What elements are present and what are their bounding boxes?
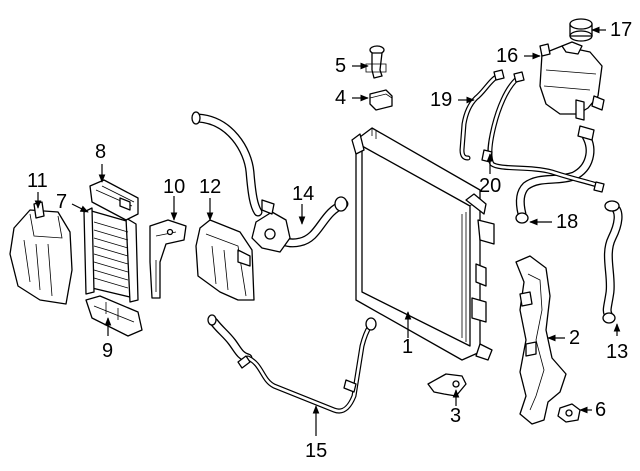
radiator-side-bracket xyxy=(515,255,567,425)
leader-lines xyxy=(34,26,621,436)
callout-6: 6 xyxy=(595,399,607,421)
callout-15: 15 xyxy=(305,440,328,462)
grommet xyxy=(369,89,393,111)
callout-17: 17 xyxy=(610,19,633,41)
upper-bracket xyxy=(89,179,139,221)
vent-line xyxy=(459,69,505,161)
expansion-tank xyxy=(539,41,605,121)
callout-3: 3 xyxy=(450,405,462,427)
tank-hose xyxy=(515,125,595,224)
tank-cap xyxy=(569,18,593,42)
air-duct-left xyxy=(9,201,73,305)
callout-2: 2 xyxy=(569,327,581,349)
nut xyxy=(557,403,581,423)
callout-19: 19 xyxy=(430,89,453,111)
leader-7 xyxy=(71,203,89,213)
radiator xyxy=(351,127,495,361)
callout-10: 10 xyxy=(163,176,186,198)
callout-11: 11 xyxy=(27,170,48,192)
callout-12: 12 xyxy=(199,176,222,198)
callout-20: 20 xyxy=(479,175,502,197)
lower-pipe xyxy=(207,314,377,414)
auxiliary-cooler xyxy=(83,207,139,303)
callout-9: 9 xyxy=(102,340,114,362)
callout-16: 16 xyxy=(496,45,519,67)
callout-8: 8 xyxy=(95,141,107,163)
push-clip xyxy=(365,45,387,79)
callout-18: 18 xyxy=(556,211,579,233)
callout-5: 5 xyxy=(335,55,347,77)
callout-1: 1 xyxy=(402,336,414,358)
air-duct-right xyxy=(195,219,255,301)
upper-hose xyxy=(191,111,349,253)
callout-7: 7 xyxy=(56,191,68,213)
callout-13: 13 xyxy=(606,341,629,363)
right-hose xyxy=(602,200,623,324)
callout-4: 4 xyxy=(335,87,347,109)
small-bracket xyxy=(427,373,467,397)
support-bracket xyxy=(149,219,187,299)
lower-bracket xyxy=(85,295,143,337)
callout-14: 14 xyxy=(292,183,315,205)
